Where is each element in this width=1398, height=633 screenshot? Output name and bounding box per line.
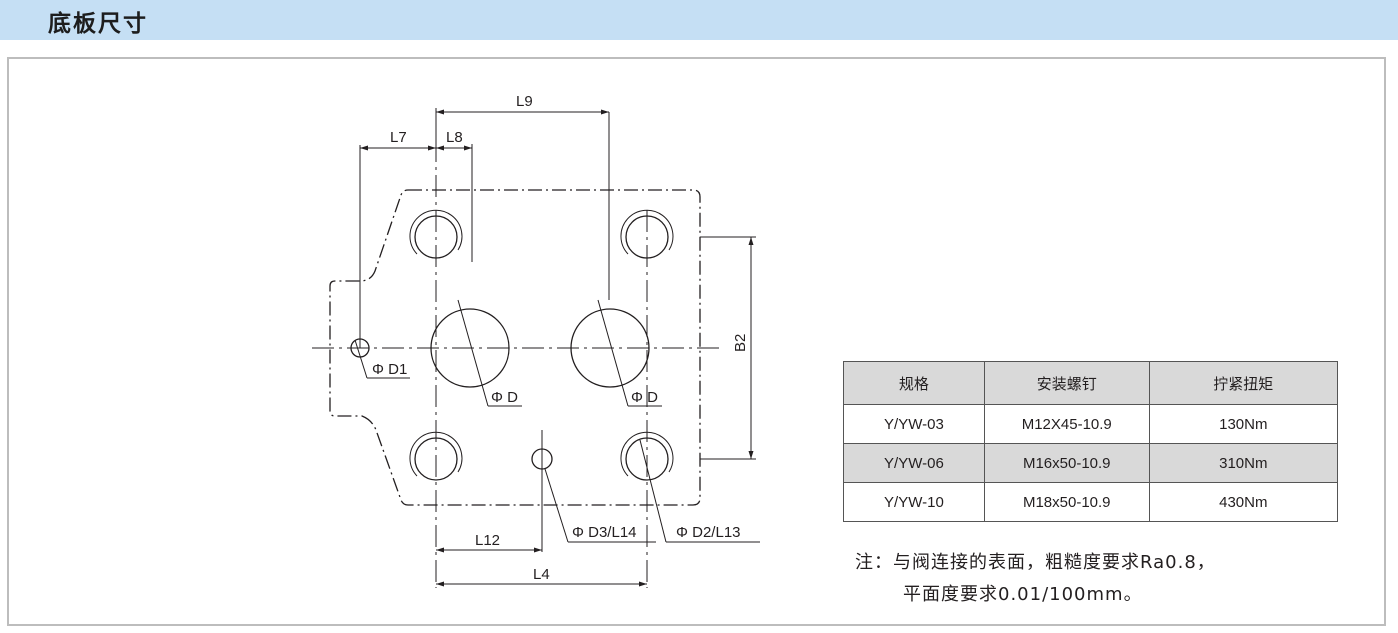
dimension-arrows	[360, 109, 754, 587]
main-port-right	[570, 308, 650, 388]
label-l9: L9	[516, 93, 533, 110]
label-d-right: Φ D	[631, 389, 658, 406]
arrow-l9-right	[601, 109, 609, 115]
table-row: Y/YW-03 M12X45-10.9 130Nm	[843, 404, 1339, 444]
thread-arc-top-left	[409, 209, 463, 255]
cell-torque: 310Nm	[1148, 443, 1339, 483]
label-d2-l13: Φ D2/L13	[676, 524, 741, 541]
cell-torque: 430Nm	[1148, 482, 1339, 522]
section-title: 底板尺寸	[48, 11, 148, 37]
arrow-l9-left	[436, 109, 444, 115]
cell-bolt: M16x50-10.9	[983, 443, 1150, 483]
arrow-l7-right	[428, 145, 436, 151]
label-l12: L12	[475, 532, 500, 549]
label-l7: L7	[390, 129, 407, 146]
table-row: Y/YW-06 M16x50-10.9 310Nm	[843, 443, 1339, 483]
bolt-hole-bottom-right	[625, 437, 669, 481]
arrow-l4-left	[436, 581, 444, 587]
arrow-b2-top	[748, 237, 754, 245]
cell-torque: 130Nm	[1148, 404, 1339, 444]
table-header-row: 规格 安装螺钉 拧紧扭矩	[843, 361, 1339, 405]
table-row: Y/YW-10 M18x50-10.9 430Nm	[843, 482, 1339, 522]
label-d1: Φ D1	[372, 361, 407, 378]
cell-model: Y/YW-10	[843, 482, 985, 522]
arrow-l12-right	[534, 547, 542, 553]
arrow-l8-left	[436, 145, 444, 151]
pin-hole-d3	[531, 448, 553, 470]
thread-arc-top-right	[620, 209, 674, 255]
leader-d2	[639, 439, 667, 543]
bolt-hole-top-left	[414, 215, 458, 259]
bolt-hole-bottom-left	[414, 437, 458, 481]
thread-arc-bottom-left	[409, 431, 463, 477]
cell-bolt: M12X45-10.9	[983, 404, 1150, 444]
leader-d-left	[457, 299, 489, 407]
header-torque: 拧紧扭矩	[1148, 361, 1339, 405]
note-line-2: 平面度要求0.01/100mm。	[903, 584, 1143, 605]
header-model: 规格	[843, 361, 985, 405]
arrow-l8-right	[464, 145, 472, 151]
leader-d-right	[597, 299, 629, 407]
plate-outline	[329, 189, 701, 506]
bolt-spec-table: 规格 安装螺钉 拧紧扭矩 Y/YW-03 M12X45-10.9 130Nm Y…	[843, 361, 1339, 522]
arrow-l12-left	[436, 547, 444, 553]
main-port-left	[430, 308, 510, 388]
bolt-hole-top-right	[625, 215, 669, 259]
cell-model: Y/YW-06	[843, 443, 985, 483]
label-d-left: Φ D	[491, 389, 518, 406]
leader-d3	[544, 468, 569, 543]
arrow-b2-bottom	[748, 451, 754, 459]
arrow-l4-right	[639, 581, 647, 587]
label-l4: L4	[533, 566, 550, 583]
content-frame	[7, 57, 1386, 626]
arrow-l7-left	[360, 145, 368, 151]
label-d3-l14: Φ D3/L14	[572, 524, 637, 541]
label-b2: B2	[732, 334, 749, 352]
label-l8: L8	[446, 129, 463, 146]
thread-arc-bottom-right	[620, 431, 674, 477]
leader-d1	[354, 339, 368, 379]
cell-bolt: M18x50-10.9	[983, 482, 1150, 522]
header-bolt: 安装螺钉	[983, 361, 1150, 405]
cell-model: Y/YW-03	[843, 404, 985, 444]
section-header: 底板尺寸	[0, 0, 1398, 40]
note-line-1: 注：与阀连接的表面，粗糙度要求Ra0.8，	[855, 552, 1216, 573]
